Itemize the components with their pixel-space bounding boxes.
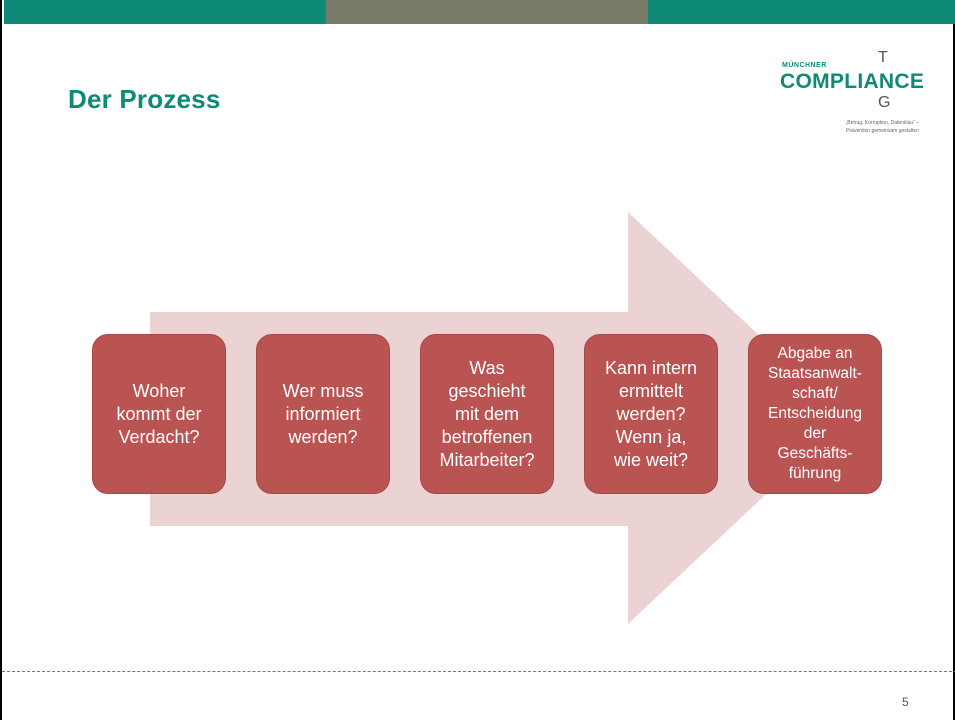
logo-bottom-letter: G <box>878 94 891 111</box>
logo-top-letter: T <box>878 49 888 66</box>
process-step-2: Wer muss informiert werden? <box>256 334 390 494</box>
process-step-4: Kann intern ermittelt werden? Wenn ja, w… <box>584 334 718 494</box>
process-step-3: Was geschieht mit dem betroffenen Mitarb… <box>420 334 554 494</box>
logo-main-word: COMPLIANCE <box>780 70 925 93</box>
footer-divider <box>2 671 955 672</box>
logo-small-word: MÜNCHNER <box>782 62 827 69</box>
top-bar-middle <box>326 0 648 24</box>
top-bar-left <box>4 0 326 24</box>
slide-title: Der Prozess <box>68 84 221 114</box>
top-bar-right <box>648 0 955 24</box>
process-step-1: Woher kommt der Verdacht? <box>92 334 226 494</box>
logo-tagline-1: „Betrug, Korruption, Datenklau“ – <box>845 120 919 126</box>
process-step-5: Abgabe an Staatsanwalt- schaft/ Entschei… <box>748 334 882 494</box>
compliance-logo: MÜNCHNER T COMPLIANCE G „Betrug, Korrupt… <box>777 48 937 148</box>
page-number: 5 <box>902 695 909 709</box>
logo-tagline-2: Prävention gemeinsam gestalten <box>846 128 919 134</box>
